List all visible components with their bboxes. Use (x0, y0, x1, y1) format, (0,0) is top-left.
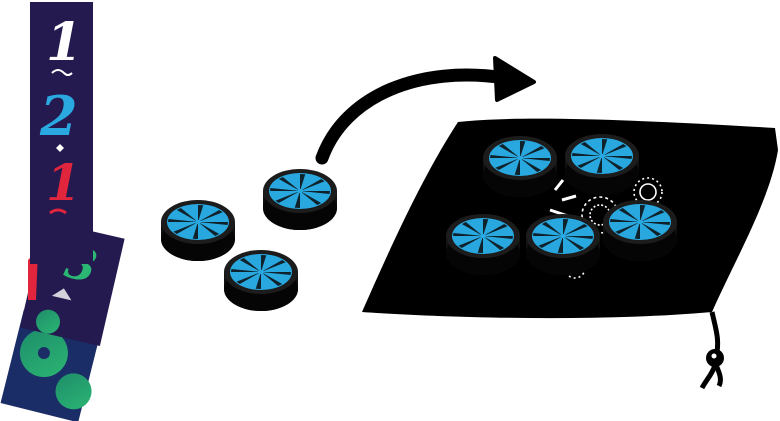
card-top: 1 2 1 (30, 2, 93, 264)
token-in-bag (446, 214, 520, 275)
token-loose (263, 169, 337, 230)
card-number-2-blue: 2 (39, 84, 78, 148)
token-in-bag (483, 136, 557, 197)
card-number-1-red: 1 (46, 153, 81, 212)
bag-drawstring (702, 312, 724, 388)
token-loose (224, 250, 298, 311)
token-in-bag (526, 214, 600, 275)
token-loose (161, 200, 235, 261)
token-in-bag (565, 134, 639, 195)
card-stack: 3 1 2 1 (1, 2, 125, 421)
token-in-bag (603, 200, 677, 261)
card-number-1-white: 1 (46, 12, 82, 73)
